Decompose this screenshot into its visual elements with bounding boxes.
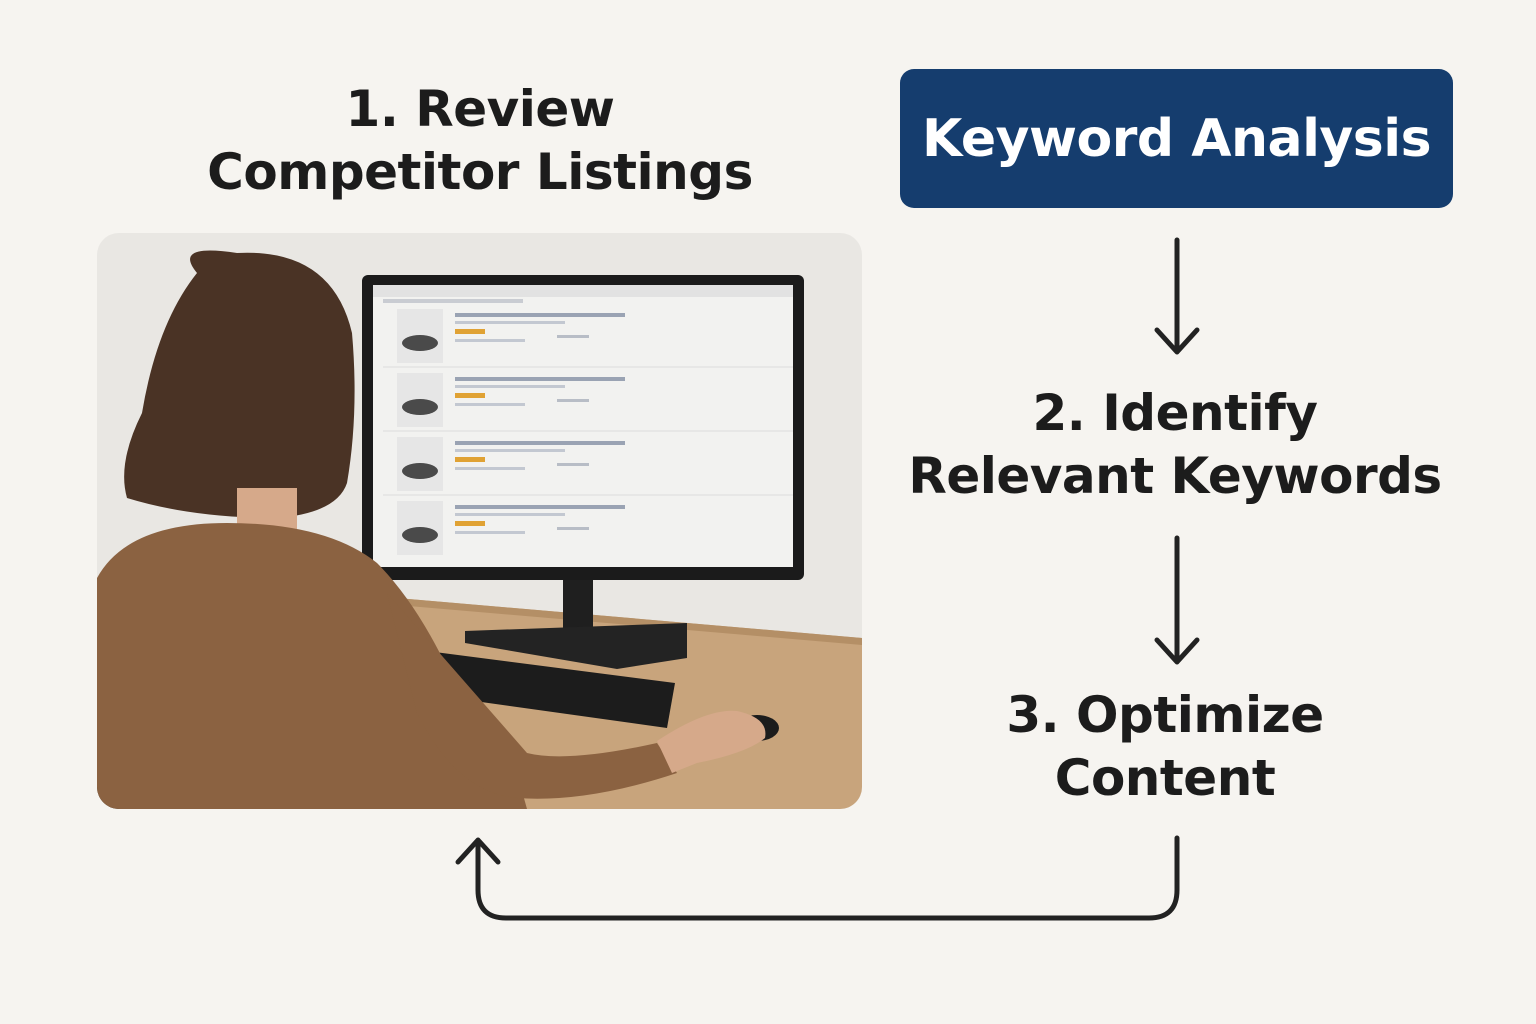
step-2-title: 2. Identify Relevant Keywords [890,382,1460,508]
person-hand [657,710,766,773]
listing-title-bar [455,505,625,509]
step-3-line-1: 3. Optimize [1006,686,1324,744]
person-sweater [97,523,527,809]
shoe-image [402,399,438,415]
step-2-line-2: Relevant Keywords [908,447,1442,505]
keyword-analysis-label: Keyword Analysis [921,108,1432,169]
shoe-image [402,527,438,543]
listing-detail-bar [455,531,525,534]
monitor-base [465,623,687,669]
browser-tab-bar [373,285,793,297]
listing-detail-bar [455,403,525,406]
step-1-line-2: Competitor Listings [207,143,753,201]
listing-subtitle-bar [455,513,565,516]
step-2-line-1: 2. Identify [1032,384,1318,442]
listing-price-bar [557,527,589,530]
arrow-loop-back-to-step-1 [475,835,1180,921]
listing-subtitle-bar [455,385,565,388]
listing-detail-bar [455,467,525,470]
listing-title-bar [455,377,625,381]
listing-price-bar [557,399,589,402]
listing-price-bar [557,335,589,338]
arrow-head-step-3 [1154,637,1200,665]
listing-subtitle-bar [455,321,565,324]
keyboard [417,651,675,728]
desk-edge [397,598,862,645]
person-at-computer-photo [97,233,862,809]
step-1-line-1: 1. Review [345,80,615,138]
person-arm [387,593,677,799]
listing-rating-stars [455,457,485,462]
browser-address-bar [383,299,523,303]
step-3-title: 3. Optimize Content [920,684,1410,810]
arrow-head-step-2 [1154,327,1200,355]
person-hair [124,250,355,518]
listing-rating-stars [455,521,485,526]
listing-subtitle-bar [455,449,565,452]
shoe-image [402,463,438,479]
screen-listings [383,309,793,555]
step-3-line-2: Content [1054,749,1276,807]
listing-title-bar [455,313,625,317]
listing-title-bar [455,441,625,445]
arrow-head-step-1 [455,837,501,865]
listing-rating-stars [455,329,485,334]
photo-illustration [97,233,862,809]
listing-rating-stars [455,393,485,398]
shoe-image [402,335,438,351]
keyword-analysis-box: Keyword Analysis [900,69,1453,208]
listing-price-bar [557,463,589,466]
monitor-stand [563,571,593,637]
listing-detail-bar [455,339,525,342]
step-1-title: 1. Review Competitor Listings [150,78,810,204]
